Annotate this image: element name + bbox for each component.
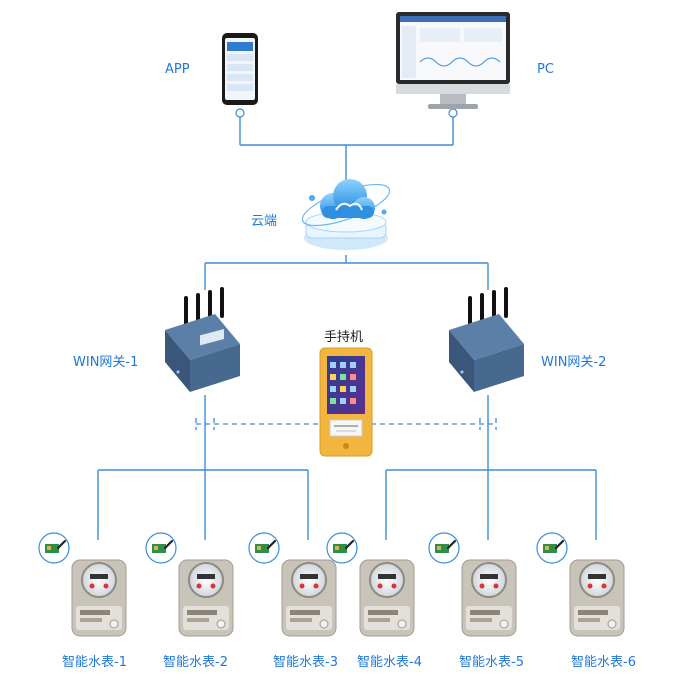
app-label: APP (165, 62, 190, 77)
smartphone-icon (222, 33, 258, 105)
cloud-icon (301, 179, 391, 250)
pc-label: PC (537, 62, 554, 77)
gateway-2-router-icon (449, 287, 524, 392)
gateway-2-label: WIN网关-2 (541, 355, 607, 370)
meter-label-5: 智能水表-5 (459, 655, 524, 670)
water-meter-icon-3 (248, 532, 337, 637)
handheld-terminal-icon (319, 347, 373, 457)
gateway-1-label: WIN网关-1 (73, 355, 139, 370)
meter-label-4: 智能水表-4 (357, 655, 422, 670)
gateway-1-router-icon (165, 287, 240, 392)
meter-label-1: 智能水表-1 (62, 655, 127, 670)
handheld-dashed-link (195, 418, 497, 430)
connector-dots (235, 108, 458, 118)
meter-label-2: 智能水表-2 (163, 655, 228, 670)
water-meter-icon-4 (326, 532, 415, 637)
connection-lines (97, 113, 597, 540)
cloud-label: 云端 (251, 214, 278, 229)
water-meter-icon-6 (536, 532, 625, 637)
handheld-label: 手持机 (324, 330, 364, 345)
meter-label-6: 智能水表-6 (571, 655, 636, 670)
water-meter-icon-5 (428, 532, 517, 637)
meters-group (38, 532, 625, 637)
water-meter-icon-2 (145, 532, 234, 637)
meter-label-3: 智能水表-3 (273, 655, 338, 670)
water-meter-icon-1 (38, 532, 127, 637)
monitor-icon (396, 12, 510, 109)
